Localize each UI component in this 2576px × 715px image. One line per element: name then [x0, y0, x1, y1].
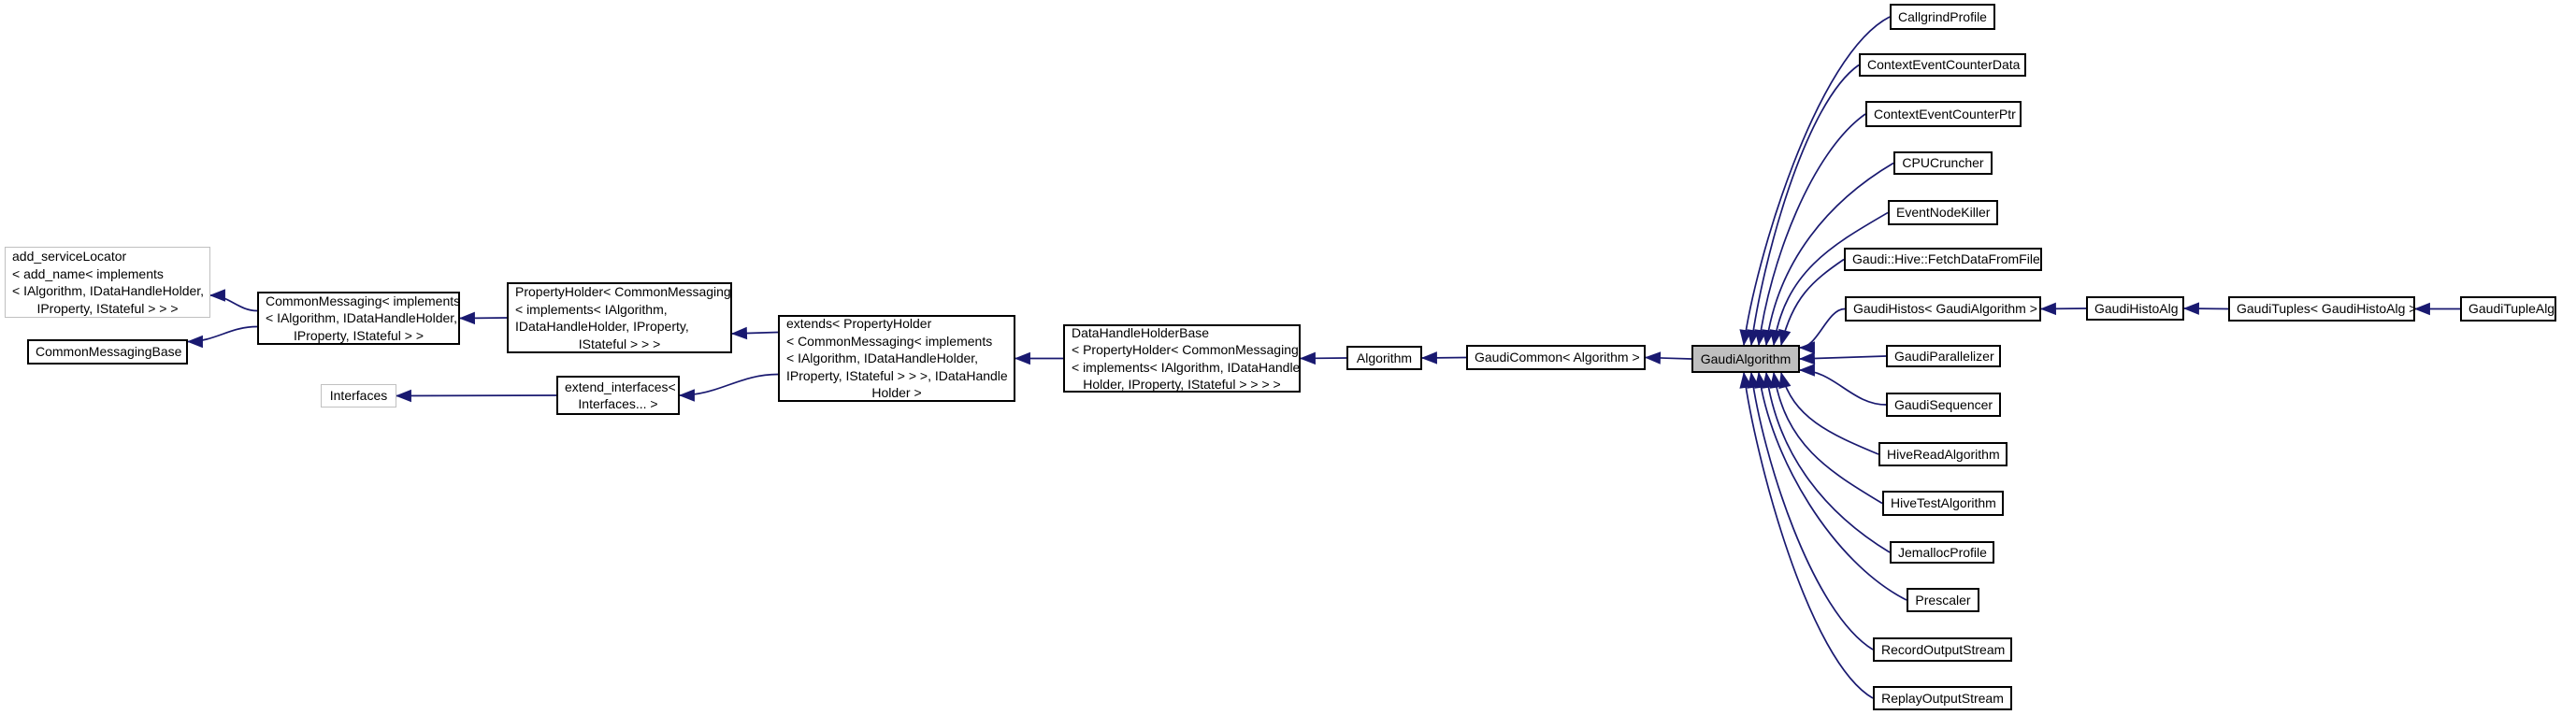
edge-Algorithm-to-DataHandleHolderBase — [1299, 351, 1347, 365]
node-label-line: CallgrindProfile — [1898, 8, 1987, 24]
edge-HiveTestAlgorithm-to-GaudiAlgorithm — [1769, 371, 1883, 505]
node-GaudiCommon[interactable]: GaudiCommon< Algorithm > — [1466, 345, 1646, 370]
node-label-line: EventNodeKiller — [1896, 205, 1991, 221]
node-label-line: IProperty, IStateful > > >, IDataHandle — [786, 367, 1008, 383]
edge-CommonMessaging-to-add_serviceLocator — [209, 289, 258, 312]
edge-GaudiHistos-to-GaudiAlgorithm — [1798, 307, 1846, 354]
edge-GaudiParallelizer-to-GaudiAlgorithm — [1798, 351, 1887, 365]
node-label-line: IProperty, IStateful > > > — [36, 300, 179, 316]
node-label-line: add_serviceLocator — [12, 249, 127, 264]
node-extends[interactable]: extends< PropertyHolder< CommonMessaging… — [778, 315, 1015, 402]
node-label-line: < add_name< implements — [12, 265, 164, 281]
edge-ContextEventCounterData-to-GaudiAlgorithm — [1747, 64, 1860, 347]
node-label-line: Gaudi::Hive::FetchDataFromFile — [1852, 251, 2040, 267]
node-FetchDataFromFile[interactable]: Gaudi::Hive::FetchDataFromFile — [1844, 248, 2042, 271]
node-label-line: GaudiParallelizer — [1894, 348, 1994, 364]
edge-extend_interfaces-to-Interfaces — [395, 389, 557, 403]
node-GaudiHistoAlg[interactable]: GaudiHistoAlg — [2086, 296, 2184, 321]
node-label-line: CPUCruncher — [1902, 155, 1984, 171]
node-label-line: GaudiCommon< Algorithm > — [1475, 350, 1640, 365]
edge-JemallocProfile-to-GaudiAlgorithm — [1762, 371, 1891, 553]
node-GaudiAlgorithm[interactable]: GaudiAlgorithm — [1691, 345, 1800, 373]
edge-Prescaler-to-GaudiAlgorithm — [1754, 371, 1907, 601]
edge-GaudiHistoAlg-to-GaudiHistos — [2039, 302, 2087, 316]
node-label-line: ContextEventCounterData — [1867, 57, 2021, 73]
edge-RecordOutputStream-to-GaudiAlgorithm — [1747, 371, 1874, 651]
node-label-line: extends< PropertyHolder — [786, 316, 932, 332]
node-label-line: GaudiHistos< GaudiAlgorithm > — [1853, 301, 2037, 317]
node-label-line: CommonMessagingBase — [36, 344, 182, 360]
node-label-line: GaudiHistoAlg — [2094, 300, 2179, 316]
node-CommonMessagingBase[interactable]: CommonMessagingBase — [27, 339, 188, 365]
node-label-line: HiveTestAlgorithm — [1891, 495, 1996, 511]
node-DataHandleHolderBase[interactable]: DataHandleHolderBase < PropertyHolder< Co… — [1063, 324, 1301, 393]
node-label-line: Interfaces — [329, 388, 388, 404]
node-label-line: GaudiSequencer — [1894, 396, 1993, 412]
edge-extends-to-PropertyHolder — [730, 326, 779, 340]
node-label-line: PropertyHolder< CommonMessaging — [515, 284, 731, 299]
node-label-line: Interfaces... > — [578, 396, 658, 411]
node-Algorithm[interactable]: Algorithm — [1346, 346, 1422, 370]
node-GaudiParallelizer[interactable]: GaudiParallelizer — [1886, 345, 2001, 367]
edge-HiveReadAlgorithm-to-GaudiAlgorithm — [1778, 371, 1879, 455]
node-label-line: < IAlgorithm, IDataHandleHolder, — [786, 350, 979, 366]
node-EventNodeKiller[interactable]: EventNodeKiller — [1888, 200, 1998, 225]
node-label-line: < IAlgorithm, IDataHandleHolder, — [12, 283, 205, 298]
node-label-line: JemallocProfile — [1898, 544, 1987, 560]
node-GaudiTuples[interactable]: GaudiTuples< GaudiHistoAlg > — [2228, 296, 2417, 322]
node-PropertyHolder[interactable]: PropertyHolder< CommonMessaging < impleme… — [507, 282, 732, 353]
node-label-line: Algorithm — [1356, 350, 1413, 365]
node-label-line: HiveReadAlgorithm — [1887, 446, 2000, 462]
node-label-line: RecordOutputStream — [1881, 641, 2006, 657]
node-HiveTestAlgorithm[interactable]: HiveTestAlgorithm — [1882, 491, 2004, 516]
node-ContextEventCounterData[interactable]: ContextEventCounterData — [1859, 53, 2026, 77]
node-GaudiSequencer[interactable]: GaudiSequencer — [1886, 393, 2001, 417]
edge-GaudiCommon-to-Algorithm — [1420, 351, 1467, 365]
node-Interfaces: Interfaces — [321, 384, 396, 408]
edge-FetchDataFromFile-to-GaudiAlgorithm — [1778, 258, 1845, 347]
node-label-line: Holder > — [871, 385, 922, 401]
edge-GaudiTuples-to-GaudiHistoAlg — [2182, 302, 2229, 315]
node-label-line: < PropertyHolder< CommonMessaging — [1072, 342, 1299, 357]
edge-GaudiAlgorithm-to-GaudiCommon — [1644, 351, 1692, 365]
node-label-line: IDataHandleHolder, IProperty, — [515, 319, 689, 334]
edge-ReplayOutputStream-to-GaudiAlgorithm — [1739, 371, 1874, 699]
node-label-line: extend_interfaces< — [565, 379, 676, 394]
node-label-line: ContextEventCounterPtr — [1874, 106, 2016, 122]
node-label-line: < implements< IAlgorithm, IDataHandle — [1072, 359, 1301, 375]
edge-extends-to-extend_interfaces — [678, 373, 779, 402]
edge-GaudiSequencer-to-GaudiAlgorithm — [1798, 364, 1887, 406]
node-label-line: GaudiTupleAlg — [2468, 301, 2555, 317]
node-label-line: < IAlgorithm, IDataHandleHolder, — [266, 310, 458, 326]
node-GaudiTupleAlg[interactable]: GaudiTupleAlg — [2460, 296, 2556, 322]
node-label-line: IProperty, IStateful > > — [293, 327, 425, 343]
node-label-line: IStateful > > > — [578, 336, 661, 351]
node-add_serviceLocator: add_serviceLocator< add_name< implements… — [5, 247, 210, 318]
node-label-line: < implements< IAlgorithm, — [515, 301, 668, 317]
node-CommonMessaging[interactable]: CommonMessaging< implements < IAlgorithm,… — [257, 292, 460, 345]
node-label-line: Holder, IProperty, IStateful > > > > — [1083, 377, 1281, 392]
node-ReplayOutputStream[interactable]: ReplayOutputStream — [1873, 686, 2012, 710]
node-RecordOutputStream[interactable]: RecordOutputStream — [1873, 637, 2012, 662]
edge-CommonMessaging-to-CommonMessagingBase — [186, 325, 258, 349]
edge-EventNodeKiller-to-GaudiAlgorithm — [1769, 211, 1889, 347]
node-label-line: DataHandleHolderBase — [1072, 324, 1210, 340]
node-HiveReadAlgorithm[interactable]: HiveReadAlgorithm — [1878, 442, 2008, 466]
node-label-line: GaudiTuples< GaudiHistoAlg > — [2237, 301, 2417, 317]
node-CallgrindProfile[interactable]: CallgrindProfile — [1890, 4, 1995, 30]
node-label-line: < CommonMessaging< implements — [786, 333, 993, 349]
node-label-line: CommonMessaging< implements — [266, 293, 461, 308]
node-Prescaler[interactable]: Prescaler — [1907, 588, 1979, 612]
node-GaudiHistos[interactable]: GaudiHistos< GaudiAlgorithm > — [1845, 296, 2041, 322]
node-label-line: Prescaler — [1915, 592, 1971, 608]
node-ContextEventCounterPtr[interactable]: ContextEventCounterPtr — [1865, 101, 2022, 127]
edge-PropertyHolder-to-CommonMessaging — [458, 311, 508, 325]
node-extend_interfaces[interactable]: extend_interfaces< Interfaces... > — [556, 376, 680, 415]
node-CPUCruncher[interactable]: CPUCruncher — [1893, 151, 1993, 175]
node-label-line: ReplayOutputStream — [1881, 690, 2004, 706]
node-label-line: GaudiAlgorithm — [1700, 350, 1792, 366]
node-JemallocProfile[interactable]: JemallocProfile — [1890, 541, 1994, 564]
